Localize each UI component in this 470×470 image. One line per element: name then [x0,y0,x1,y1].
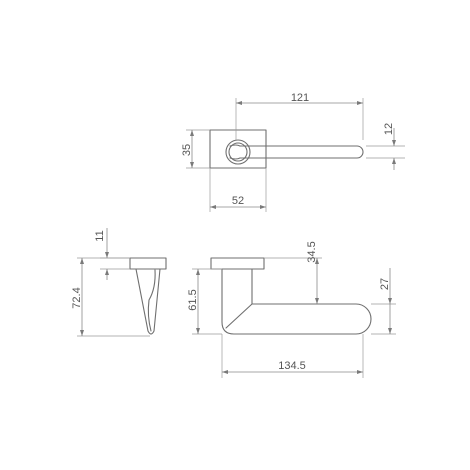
dim-top-length-label: 121 [291,92,309,104]
dim-top-length: 121 [235,92,364,140]
side-view-rose [129,257,167,270]
front-view-rose [210,257,265,270]
dim-front-rose-to-lever-label: 34.5 [306,241,318,262]
dim-front-total-height: 61.5 [187,268,222,335]
dim-front-total-length: 134.5 [221,334,364,378]
dim-side-total-height-label: 72.4 [71,287,83,308]
dim-front-rose-to-lever: 34.5 [264,241,322,304]
dim-front-total-height-label: 61.5 [187,289,199,310]
top-view-rose-ring-inner [228,142,248,162]
dim-side-rose-thickness: 11 [94,228,130,280]
dim-front-lever-height: 27 [371,268,396,335]
top-view-lever-neck [229,144,241,160]
front-view-lever-outline [221,268,372,335]
dim-side-rose-thickness-label: 11 [94,230,106,241]
dim-side-total-height: 72.4 [71,257,150,337]
dim-front-lever-height-label: 27 [379,278,391,290]
top-view [209,129,364,169]
dim-top-lever-width: 12 [366,123,405,170]
front-view [210,257,372,335]
front-view-lever-chamfer [225,303,253,329]
side-view-lever-grip [147,269,156,332]
dim-top-rose-width: 52 [209,168,267,212]
dim-front-total-length-label: 134.5 [278,360,306,372]
side-view [129,257,167,335]
dim-top-rose-height: 35 [181,129,210,169]
top-view-lever-arm [239,145,364,159]
dim-top-rose-width-label: 52 [232,195,244,207]
dim-top-rose-height-label: 35 [181,144,193,156]
side-view-lever-body [135,268,161,335]
top-view-rose-plate [209,129,267,169]
dim-top-lever-width-label: 12 [383,123,395,135]
top-view-rose-ring [225,139,251,165]
